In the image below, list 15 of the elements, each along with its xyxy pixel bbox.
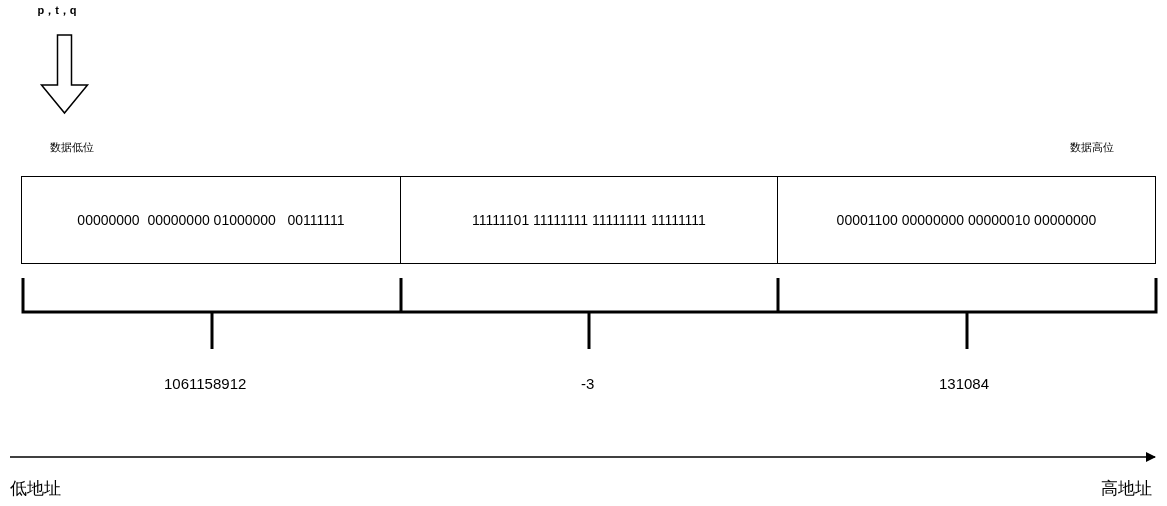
text-label: 131084 [939, 375, 990, 392]
text-label: 低地址 [10, 478, 61, 500]
text-label: -3 [581, 375, 595, 392]
binary-text: 00001100 00000000 00000010 00000000 [836, 212, 1097, 228]
text-label: 数据低位 [40, 113, 104, 155]
hollow-arrow [39, 34, 90, 115]
byte-cell [777, 176, 1156, 264]
binary-text: 00000000 00000000 01000000 00111111 [77, 212, 345, 228]
byte-cell [400, 176, 778, 264]
text-label: p，t，q [30, 2, 84, 18]
binary-text: 11111101 11111111 11111111 11111111 [472, 212, 706, 228]
byte-cell [21, 176, 401, 264]
text-label: 高地址 [1101, 478, 1152, 500]
text-label: 1061158912 [164, 375, 247, 392]
text-label: 数据高位 [1070, 140, 1114, 155]
